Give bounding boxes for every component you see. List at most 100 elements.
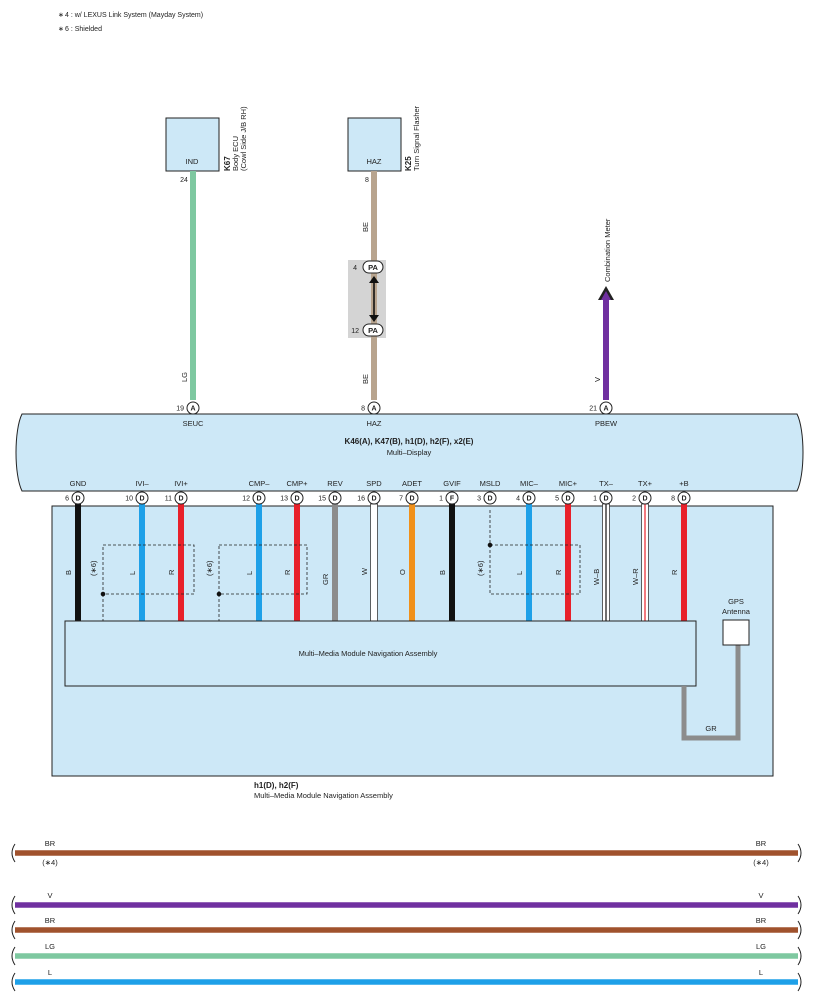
signal-label: TX+ [638,479,653,488]
svg-text:8: 8 [361,406,365,413]
signal-label: CMP+ [286,479,308,488]
pin-connector [135,491,149,505]
notes: ∗ 4 : w/ LEXUS Link System (Mayday Syste… [58,12,203,33]
note-text: 4 : w/ LEXUS Link System (Mayday System) [65,12,203,19]
caption-name: Multi–Media Module Navigation Assembly [254,791,393,800]
shield-cmp [218,544,308,595]
wire-note: (∗4) [42,858,58,867]
connector-letter: D [75,496,80,503]
component-name: (Cowl Side J/B RH) [239,106,248,171]
component-name: Turn Signal Flasher [412,105,421,171]
break-mark-left [11,843,16,863]
wire-color-code: R [554,569,563,575]
pin-connector [522,491,536,505]
multi-display-name: Multi–Display [387,448,432,457]
combination-meter-label: Combination Meter [603,218,612,282]
wire-color-code: R [283,569,292,575]
pin-connector [561,491,575,505]
signal-label: IVI– [135,479,149,488]
pin-number: 2 [632,496,636,503]
note-text: 6 : Shielded [65,26,102,33]
wire-color-code: BE [361,222,370,232]
gps-antenna: GPS Antenna GR [681,597,751,741]
connector-letter: D [487,496,492,503]
pa-pin-bottom: 12 [351,328,359,335]
gps-antenna-box [722,619,750,646]
pin-label: HAZ [367,157,382,166]
wire-color-code: W–R [631,568,640,585]
pa-connector-bottom [362,323,384,337]
wire-note: (∗4) [753,858,769,867]
caption-connectors: h1(D), h2(F) [254,781,299,790]
svg-text:(∗6): (∗6) [476,560,485,576]
upper-pin-haz: A 8 HAZ [361,401,382,428]
wire-color-code: B [64,570,73,575]
pin-connector [290,491,304,505]
signal-label: SEUC [183,419,204,428]
break-mark-right [797,843,802,863]
upper-pin-pbew: A 21 PBEW [589,401,618,428]
pin-number: 10 [125,496,133,503]
connector-letter: D [139,496,144,503]
pa-label: PA [368,263,378,272]
break-mark-right [797,895,802,915]
connector-letter: D [409,496,414,503]
signal-label: IVI+ [174,479,188,488]
pin-number: 1 [439,496,443,503]
shield-ivi [102,544,195,595]
connector-letter: D [294,496,299,503]
multi-display-band: K46(A), K47(B), h1(D), h2(F), x2(E) Mult… [15,401,804,492]
body-ecu-box [165,117,220,172]
signal-label: MSLD [480,479,501,488]
pin-number: 11 [165,496,172,503]
wire-color-code: BR [756,916,767,925]
svg-text:A: A [603,406,608,413]
module-name: Multi–Media Module Navigation Assembly [299,649,438,658]
note-marker: ∗ [58,12,64,19]
pin-number: 24 [180,177,188,184]
connector-letter: D [256,496,261,503]
connector-letter: F [450,496,455,503]
pin-connector [174,491,188,505]
signal-label: SPD [366,479,382,488]
pin-number: 12 [242,496,250,503]
pin-number: 4 [516,496,520,503]
component-turn-signal-flasher: HAZ 8 K25 Turn Signal Flasher [347,105,421,184]
signal-label: GND [70,479,87,488]
wire-color-code: BR [756,839,767,848]
gps-wire-gr [681,645,741,741]
svg-text:A: A [371,406,376,413]
wire-color-code: LG [45,942,55,951]
pin-number: 3 [477,496,481,503]
multi-display-connectors: K46(A), K47(B), h1(D), h2(F), x2(E) [345,437,474,446]
wire-color-code: W–B [592,569,601,585]
connector-letter: D [178,496,183,503]
signal-label: CMP– [249,479,271,488]
break-mark-left [11,972,16,992]
flasher-box [347,117,402,172]
wire-w [370,503,378,622]
wire-color-code: GR [705,724,717,733]
svg-text:GPS: GPS [728,597,744,606]
svg-text:(∗6): (∗6) [205,560,214,576]
pin-connector [445,491,459,505]
wire-color-code: BR [45,916,56,925]
wire-seuc: LG [180,171,196,400]
break-mark-left [11,920,16,940]
connector-letter: D [332,496,337,503]
arrow-down-icon [369,315,379,322]
pin-connector [252,491,266,505]
connector-letter: D [642,496,647,503]
break-mark-left [11,895,16,915]
pin-connector [677,491,691,505]
break-mark-left [11,946,16,966]
wire-color-code: W [360,567,369,575]
multi-display-box [15,413,804,492]
pin-label: IND [186,157,200,166]
signal-label: TX– [599,479,614,488]
signal-label: MIC+ [559,479,578,488]
component-code: K25 [404,156,413,171]
pin-connector [599,491,613,505]
